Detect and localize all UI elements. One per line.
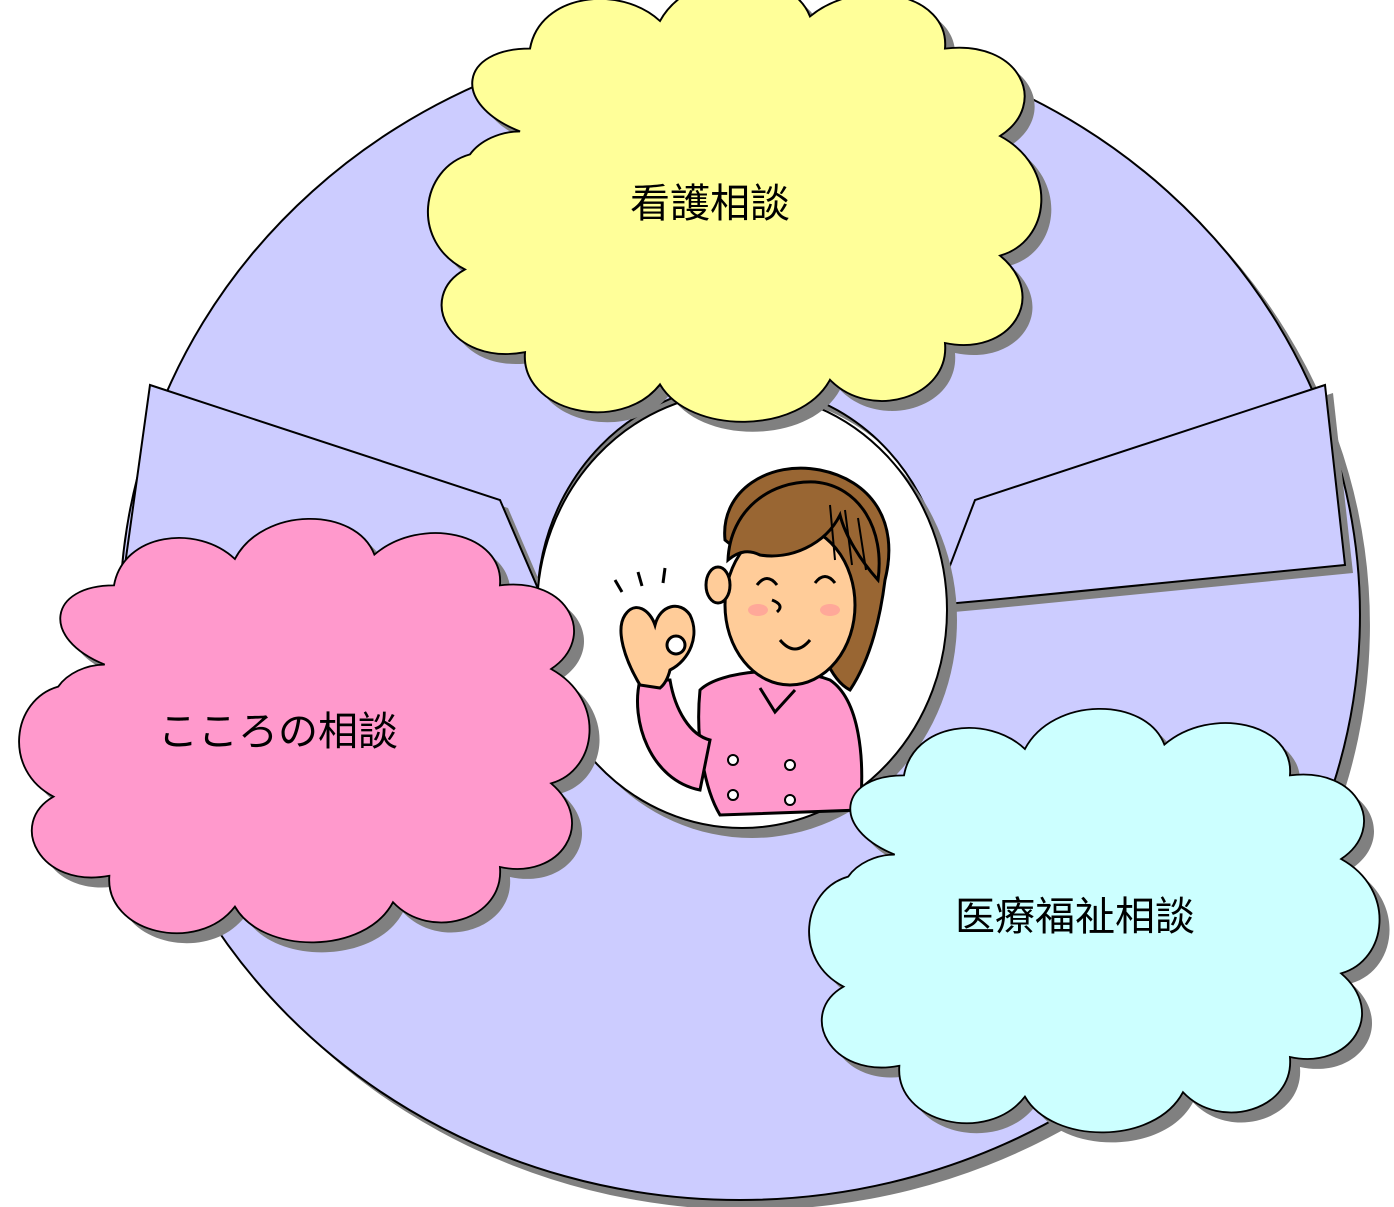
cloud-mind: こころの相談	[18, 517, 600, 953]
cloud-welfare-label: 医療福祉相談	[955, 894, 1195, 940]
cloud-nursing: 看護相談	[426, 0, 1052, 432]
nurse-illustration	[613, 466, 891, 817]
ok-hand	[619, 604, 696, 690]
arrow-right	[933, 383, 1353, 613]
cloud-mind-label: こころの相談	[158, 709, 398, 755]
cloud-welfare: 医療福祉相談	[808, 707, 1390, 1143]
cloud-nursing-label: 看護相談	[630, 181, 790, 227]
nurse-body	[697, 669, 864, 817]
